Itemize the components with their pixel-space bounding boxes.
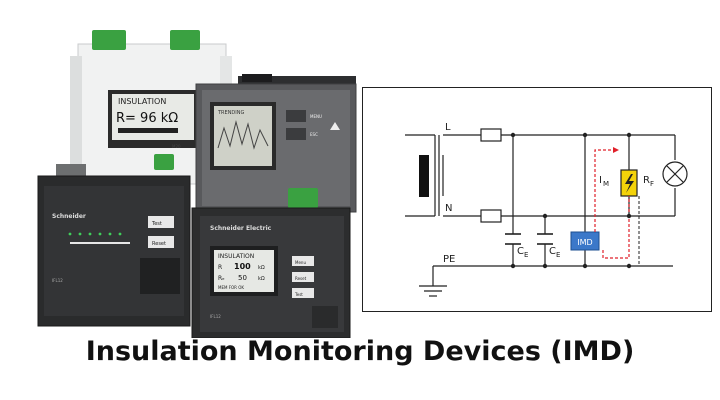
label-im: I [599, 175, 602, 186]
svg-text:50: 50 [238, 274, 247, 282]
fuse [480, 128, 502, 142]
svg-text:IFL12: IFL12 [210, 314, 221, 319]
imd-box [570, 231, 600, 251]
label-PE: PE [443, 254, 455, 265]
device-bottom-left: Schneider Test Reset IFL12 [37, 154, 191, 327]
screen-title: INSULATION [118, 97, 166, 106]
device-bottom-right: Schneider Electric INSULATION R 100 kΩ R… [191, 188, 351, 339]
svg-text:MEM FOR OK: MEM FOR OK [218, 285, 244, 290]
menu-button [286, 110, 306, 122]
page-title: Insulation Monitoring Devices (IMD) [85, 336, 635, 367]
fault-resistor-icon [620, 169, 638, 197]
lcd-screen [214, 250, 274, 292]
label-ce: C [517, 246, 524, 257]
lamp-icon [662, 161, 688, 187]
svg-text:R: R [218, 264, 222, 271]
svg-text:M20: M20 [172, 144, 181, 149]
svg-text:MENU: MENU [310, 114, 322, 119]
svg-text:kΩ: kΩ [258, 276, 265, 282]
esc-button [286, 128, 306, 140]
svg-text:F: F [650, 180, 654, 188]
svg-text:Schneider Electric: Schneider Electric [210, 225, 272, 232]
svg-text:Test: Test [294, 292, 303, 297]
terminal-block [170, 30, 200, 50]
terminal-block [154, 154, 174, 170]
svg-text:INSULATION: INSULATION [218, 253, 254, 260]
svg-text:Reset: Reset [152, 241, 166, 247]
svg-text:100: 100 [234, 262, 251, 271]
svg-text:TRENDING: TRENDING [217, 110, 244, 116]
terminal-block [288, 188, 318, 208]
fault-current-path [594, 149, 617, 232]
test-button [292, 288, 314, 298]
device-top-right: TRENDING MENU ESC [195, 74, 357, 213]
product-photos: INSULATION R= 96 kΩ M20 TRENDING MENU ES… [30, 18, 360, 339]
svg-text:Schneider: Schneider [52, 213, 86, 220]
svg-text:Test: Test [151, 221, 162, 227]
label-N: N [445, 203, 452, 214]
reset-button [292, 272, 314, 282]
svg-text:ESC: ESC [310, 132, 318, 137]
svg-text:Menu: Menu [295, 260, 306, 265]
svg-text:Reset: Reset [295, 276, 307, 281]
label-rf: R [643, 175, 650, 186]
svg-text:E: E [524, 251, 528, 259]
label-ce: C [549, 246, 556, 257]
fault-current-return [602, 196, 630, 259]
screen-value: R= 96 kΩ [116, 111, 178, 126]
svg-text:IFL12: IFL12 [52, 278, 63, 283]
circuit-diagram: IMD L N PE I M R F C E C E [362, 87, 712, 312]
menu-button [292, 256, 314, 266]
lcd-screen [214, 106, 272, 166]
terminal-block [92, 30, 126, 50]
fuse [480, 209, 502, 223]
label-L: L [445, 122, 451, 133]
imd-label: IMD [577, 238, 592, 247]
svg-text:E: E [556, 251, 560, 259]
svg-text:Rₑ: Rₑ [218, 275, 225, 282]
svg-text:kΩ: kΩ [258, 265, 265, 271]
transformer-icon [419, 155, 429, 197]
svg-text:M: M [603, 180, 609, 188]
test-button [148, 216, 174, 228]
reset-button [148, 236, 174, 248]
